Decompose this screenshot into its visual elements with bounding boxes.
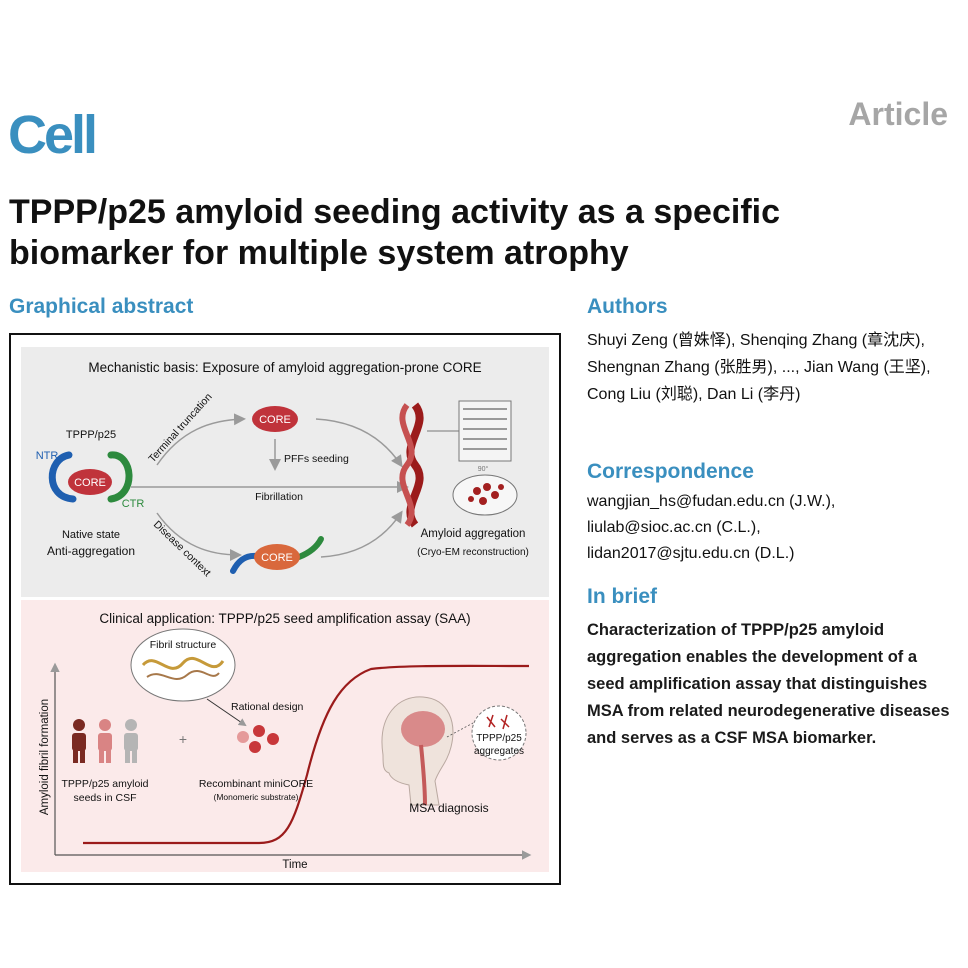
minicore-label-line1: Recombinant miniCORE xyxy=(199,778,313,790)
core-truncated-label: CORE xyxy=(259,414,291,426)
ctr-arc xyxy=(107,451,133,503)
core-native-label: CORE xyxy=(74,477,106,489)
fibril-helix xyxy=(399,402,424,528)
graphical-abstract-heading: Graphical abstract xyxy=(9,295,194,318)
native-state-label: Native state xyxy=(62,529,120,541)
in-brief-heading: In brief xyxy=(587,585,658,608)
correspondence-heading: Correspondence xyxy=(587,460,754,483)
person-icon xyxy=(72,719,86,763)
cryo-em-density-box xyxy=(458,400,512,462)
person-icon xyxy=(124,719,138,763)
core-to-aggregate-arrow xyxy=(315,418,403,468)
seeds-label-line1: TPPP/p25 amyloid xyxy=(62,778,149,790)
person-icon xyxy=(98,719,112,763)
x-axis-label: Time xyxy=(282,859,307,871)
correspondence-email-link[interactable]: wangjian_hs@fudan.edu.cn (J.W.), xyxy=(587,493,836,510)
aggregates-icon xyxy=(486,714,510,730)
bottom-panel-title: Clinical application: TPPP/p25 seed ampl… xyxy=(99,611,470,626)
rotation-label: 90° xyxy=(478,465,489,473)
ctr-label: CTR xyxy=(122,498,145,510)
rational-design-label: Rational design xyxy=(231,701,304,713)
rational-design-arrow xyxy=(206,698,247,727)
patient-head-illustration xyxy=(381,696,454,806)
top-panel-title: Mechanistic basis: Exposure of amyloid a… xyxy=(88,360,481,375)
cross-section-dots xyxy=(468,483,504,505)
article-title: TPPP/p25 amyloid seeding activity as a s… xyxy=(9,193,780,272)
plus-sign: + xyxy=(179,731,187,747)
graphical-abstract-figure: Mechanistic basis: Exposure of amyloid a… xyxy=(9,333,561,885)
minicore-label-line2: (Monomeric substrate) xyxy=(213,792,298,802)
core-disease-label: CORE xyxy=(261,552,293,564)
aggregates-label-line2: aggregates xyxy=(474,746,524,757)
fibril-structure-label: Fibril structure xyxy=(150,639,217,651)
fibril-structure-trace xyxy=(141,656,225,670)
y-axis-label: Amyloid fibril formation xyxy=(39,699,51,815)
core-native xyxy=(68,469,112,495)
amyloid-aggregation-label: Amyloid aggregation xyxy=(421,528,526,540)
minicore-icons xyxy=(237,725,279,753)
article-type-label: Article xyxy=(848,96,948,132)
fibrillation-label: Fibrillation xyxy=(255,491,303,503)
correspondence-email-link[interactable]: lidan2017@sjtu.edu.cn (D.L.) xyxy=(587,545,795,562)
disease-context-arrow xyxy=(156,512,242,561)
aggregates-label-line1: TPPP/p25 xyxy=(476,733,522,744)
csf-donor-icons xyxy=(72,719,138,763)
ntr-arc xyxy=(48,451,77,503)
journal-logo: Cell xyxy=(8,105,98,165)
cross-section-ellipse xyxy=(452,474,518,516)
aggregates-connector xyxy=(446,722,474,738)
graphical-abstract-svg: Mechanistic basis: Exposure of amyloid a… xyxy=(21,347,549,872)
core-disease xyxy=(254,544,300,570)
truncation-arrow xyxy=(156,413,246,466)
fibril-structure-trace-2 xyxy=(146,670,220,680)
correspondence-list: wangjian_hs@fudan.edu.cn (J.W.), liulab@… xyxy=(587,489,957,567)
authors-heading: Authors xyxy=(587,295,668,318)
msa-diagnosis-label: MSA diagnosis xyxy=(409,801,488,815)
correspondence-email-link[interactable]: liulab@sioc.ac.cn (C.L.), xyxy=(587,519,761,536)
density-stripes xyxy=(463,408,507,450)
tppp-label: TPPP/p25 xyxy=(66,429,116,441)
aggregates-inset xyxy=(471,705,527,761)
disease-ctr-arc xyxy=(296,536,324,560)
core-truncated xyxy=(252,406,298,432)
seeds-label-line2: seeds in CSF xyxy=(73,792,136,804)
disease-to-aggregate-arrow xyxy=(320,510,403,558)
authors-list: Shuyi Zeng (曾姝怿), Shenqing Zhang (章沈庆), … xyxy=(587,332,931,403)
pffs-seeding-label: PFFs seeding xyxy=(284,453,349,465)
ntr-label: NTR xyxy=(36,450,59,462)
cryo-em-label: (Cryo-EM reconstruction) xyxy=(417,547,529,558)
saa-sigmoid-curve xyxy=(83,664,530,845)
anti-aggregation-label: Anti-aggregation xyxy=(47,544,135,558)
in-brief-text: Characterization of TPPP/p25 amyloid agg… xyxy=(587,621,950,747)
